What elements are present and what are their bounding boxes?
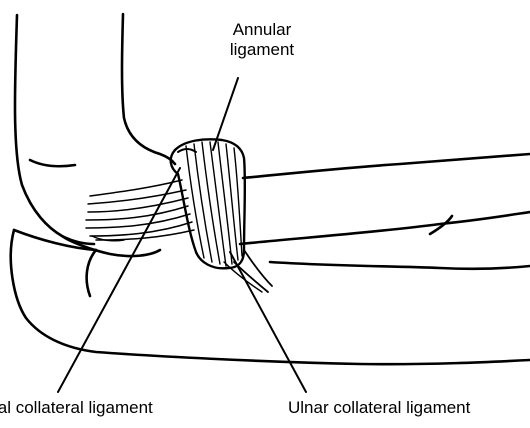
annular-ligament-label: Annular ligament <box>212 20 312 60</box>
annular-ligament-band <box>171 139 272 292</box>
ulnar-collateral-ligament-label: Ulnar collateral ligament <box>288 398 470 418</box>
annular-label-line2: ligament <box>212 40 312 60</box>
annular-leader-line <box>213 78 238 150</box>
annular-label-line1: Annular <box>212 20 312 40</box>
ulnar-leader-line <box>230 252 306 392</box>
radial-collateral-ligament-label: ial collateral ligament <box>0 398 153 418</box>
forearm-outline <box>11 154 530 364</box>
leader-lines <box>58 78 306 392</box>
radial-collateral-fibres <box>86 180 194 241</box>
